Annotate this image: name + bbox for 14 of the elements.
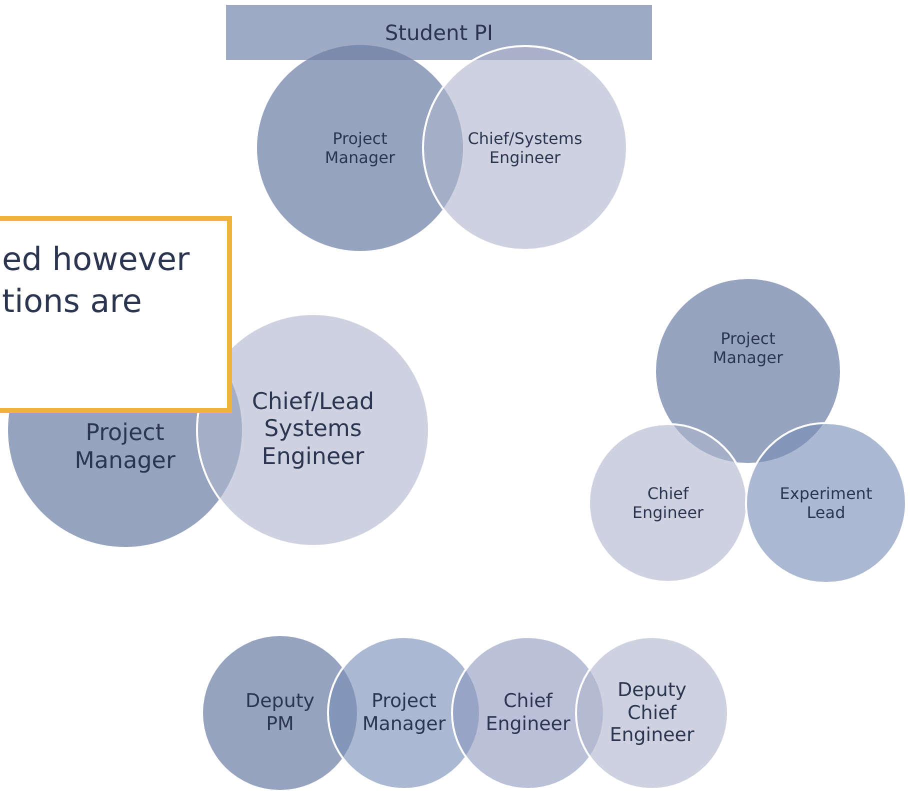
circle-label: Chief Engineer bbox=[484, 690, 572, 736]
callout-text: ed however tions are bbox=[2, 239, 191, 322]
circle-label: Deputy PM bbox=[244, 690, 316, 736]
circle-label: Experiment Lead bbox=[778, 484, 874, 522]
circle-label: Chief/Systems Engineer bbox=[466, 128, 584, 168]
circle-label: Project Manager bbox=[361, 690, 447, 736]
circle-label: Project Manager bbox=[712, 329, 784, 368]
title-band: Student PI bbox=[226, 5, 652, 60]
circle-label: Project Manager bbox=[324, 128, 396, 168]
circle-label: Project Manager bbox=[74, 420, 176, 476]
callout-tooltip bbox=[0, 216, 232, 413]
circle-label: Chief/Lead Systems Engineer bbox=[250, 388, 376, 472]
circle-label: Deputy Chief Engineer bbox=[608, 678, 696, 748]
circle-label: Chief Engineer bbox=[631, 484, 705, 522]
